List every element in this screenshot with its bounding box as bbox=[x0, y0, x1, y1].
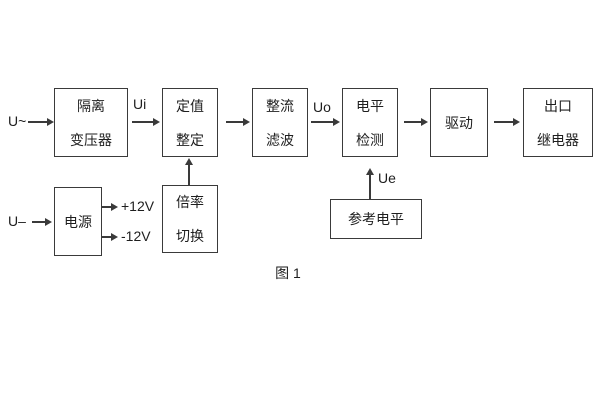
block-setting-adjust: 定值 整定 bbox=[162, 88, 218, 157]
block-output-relay-line1: 出口 bbox=[544, 97, 572, 114]
label-minus-12v: -12V bbox=[121, 228, 151, 244]
block-isolation-transformer-line1: 隔离 bbox=[77, 97, 105, 114]
block-reference-level: 参考电平 bbox=[330, 199, 422, 239]
block-isolation-transformer: 隔离 变压器 bbox=[54, 88, 128, 157]
block-setting-adjust-line1: 定值 bbox=[176, 97, 204, 114]
block-level-detect-line1: 电平 bbox=[356, 97, 384, 114]
block-isolation-transformer-line2: 变压器 bbox=[70, 131, 112, 148]
block-rectify-filter-line1: 整流 bbox=[266, 97, 294, 114]
arrow-right-icon bbox=[333, 118, 340, 126]
label-input-dc: U– bbox=[8, 213, 26, 229]
label-plus-12v: +12V bbox=[121, 198, 155, 214]
block-rectify-filter-line2: 滤波 bbox=[266, 131, 294, 148]
arrow-up-icon bbox=[185, 158, 193, 165]
block-level-detect-line2: 检测 bbox=[356, 131, 384, 148]
figure-caption: 图 1 bbox=[275, 265, 301, 281]
arrow-right-icon bbox=[243, 118, 250, 126]
arrow-right-icon bbox=[153, 118, 160, 126]
arrow-up-icon bbox=[366, 168, 374, 175]
block-level-detect: 电平 检测 bbox=[342, 88, 398, 157]
block-output-relay: 出口 继电器 bbox=[523, 88, 593, 157]
label-input-ac: U~ bbox=[8, 113, 27, 129]
block-drive-label: 驱动 bbox=[445, 114, 473, 131]
block-drive: 驱动 bbox=[430, 88, 488, 157]
arrow-right-icon bbox=[513, 118, 520, 126]
block-ratio-switch-line2: 切换 bbox=[176, 228, 204, 244]
block-reference-level-label: 参考电平 bbox=[348, 211, 404, 227]
block-ratio-switch: 倍率 切换 bbox=[162, 185, 218, 253]
block-output-relay-line2: 继电器 bbox=[537, 131, 579, 148]
block-power-supply: 电源 bbox=[54, 187, 102, 256]
arrow-right-icon bbox=[111, 233, 118, 241]
block-rectify-filter: 整流 滤波 bbox=[252, 88, 308, 157]
block-power-supply-label: 电源 bbox=[64, 213, 92, 230]
label-uo: Uo bbox=[313, 99, 331, 115]
arrow-right-icon bbox=[45, 218, 52, 226]
arrow-right-icon bbox=[421, 118, 428, 126]
block-setting-adjust-line2: 整定 bbox=[176, 131, 204, 148]
arrow-right-icon bbox=[111, 203, 118, 211]
label-ui: Ui bbox=[133, 96, 147, 112]
label-ue: Ue bbox=[378, 170, 396, 186]
arrow-right-icon bbox=[47, 118, 54, 126]
block-ratio-switch-line1: 倍率 bbox=[176, 194, 204, 210]
